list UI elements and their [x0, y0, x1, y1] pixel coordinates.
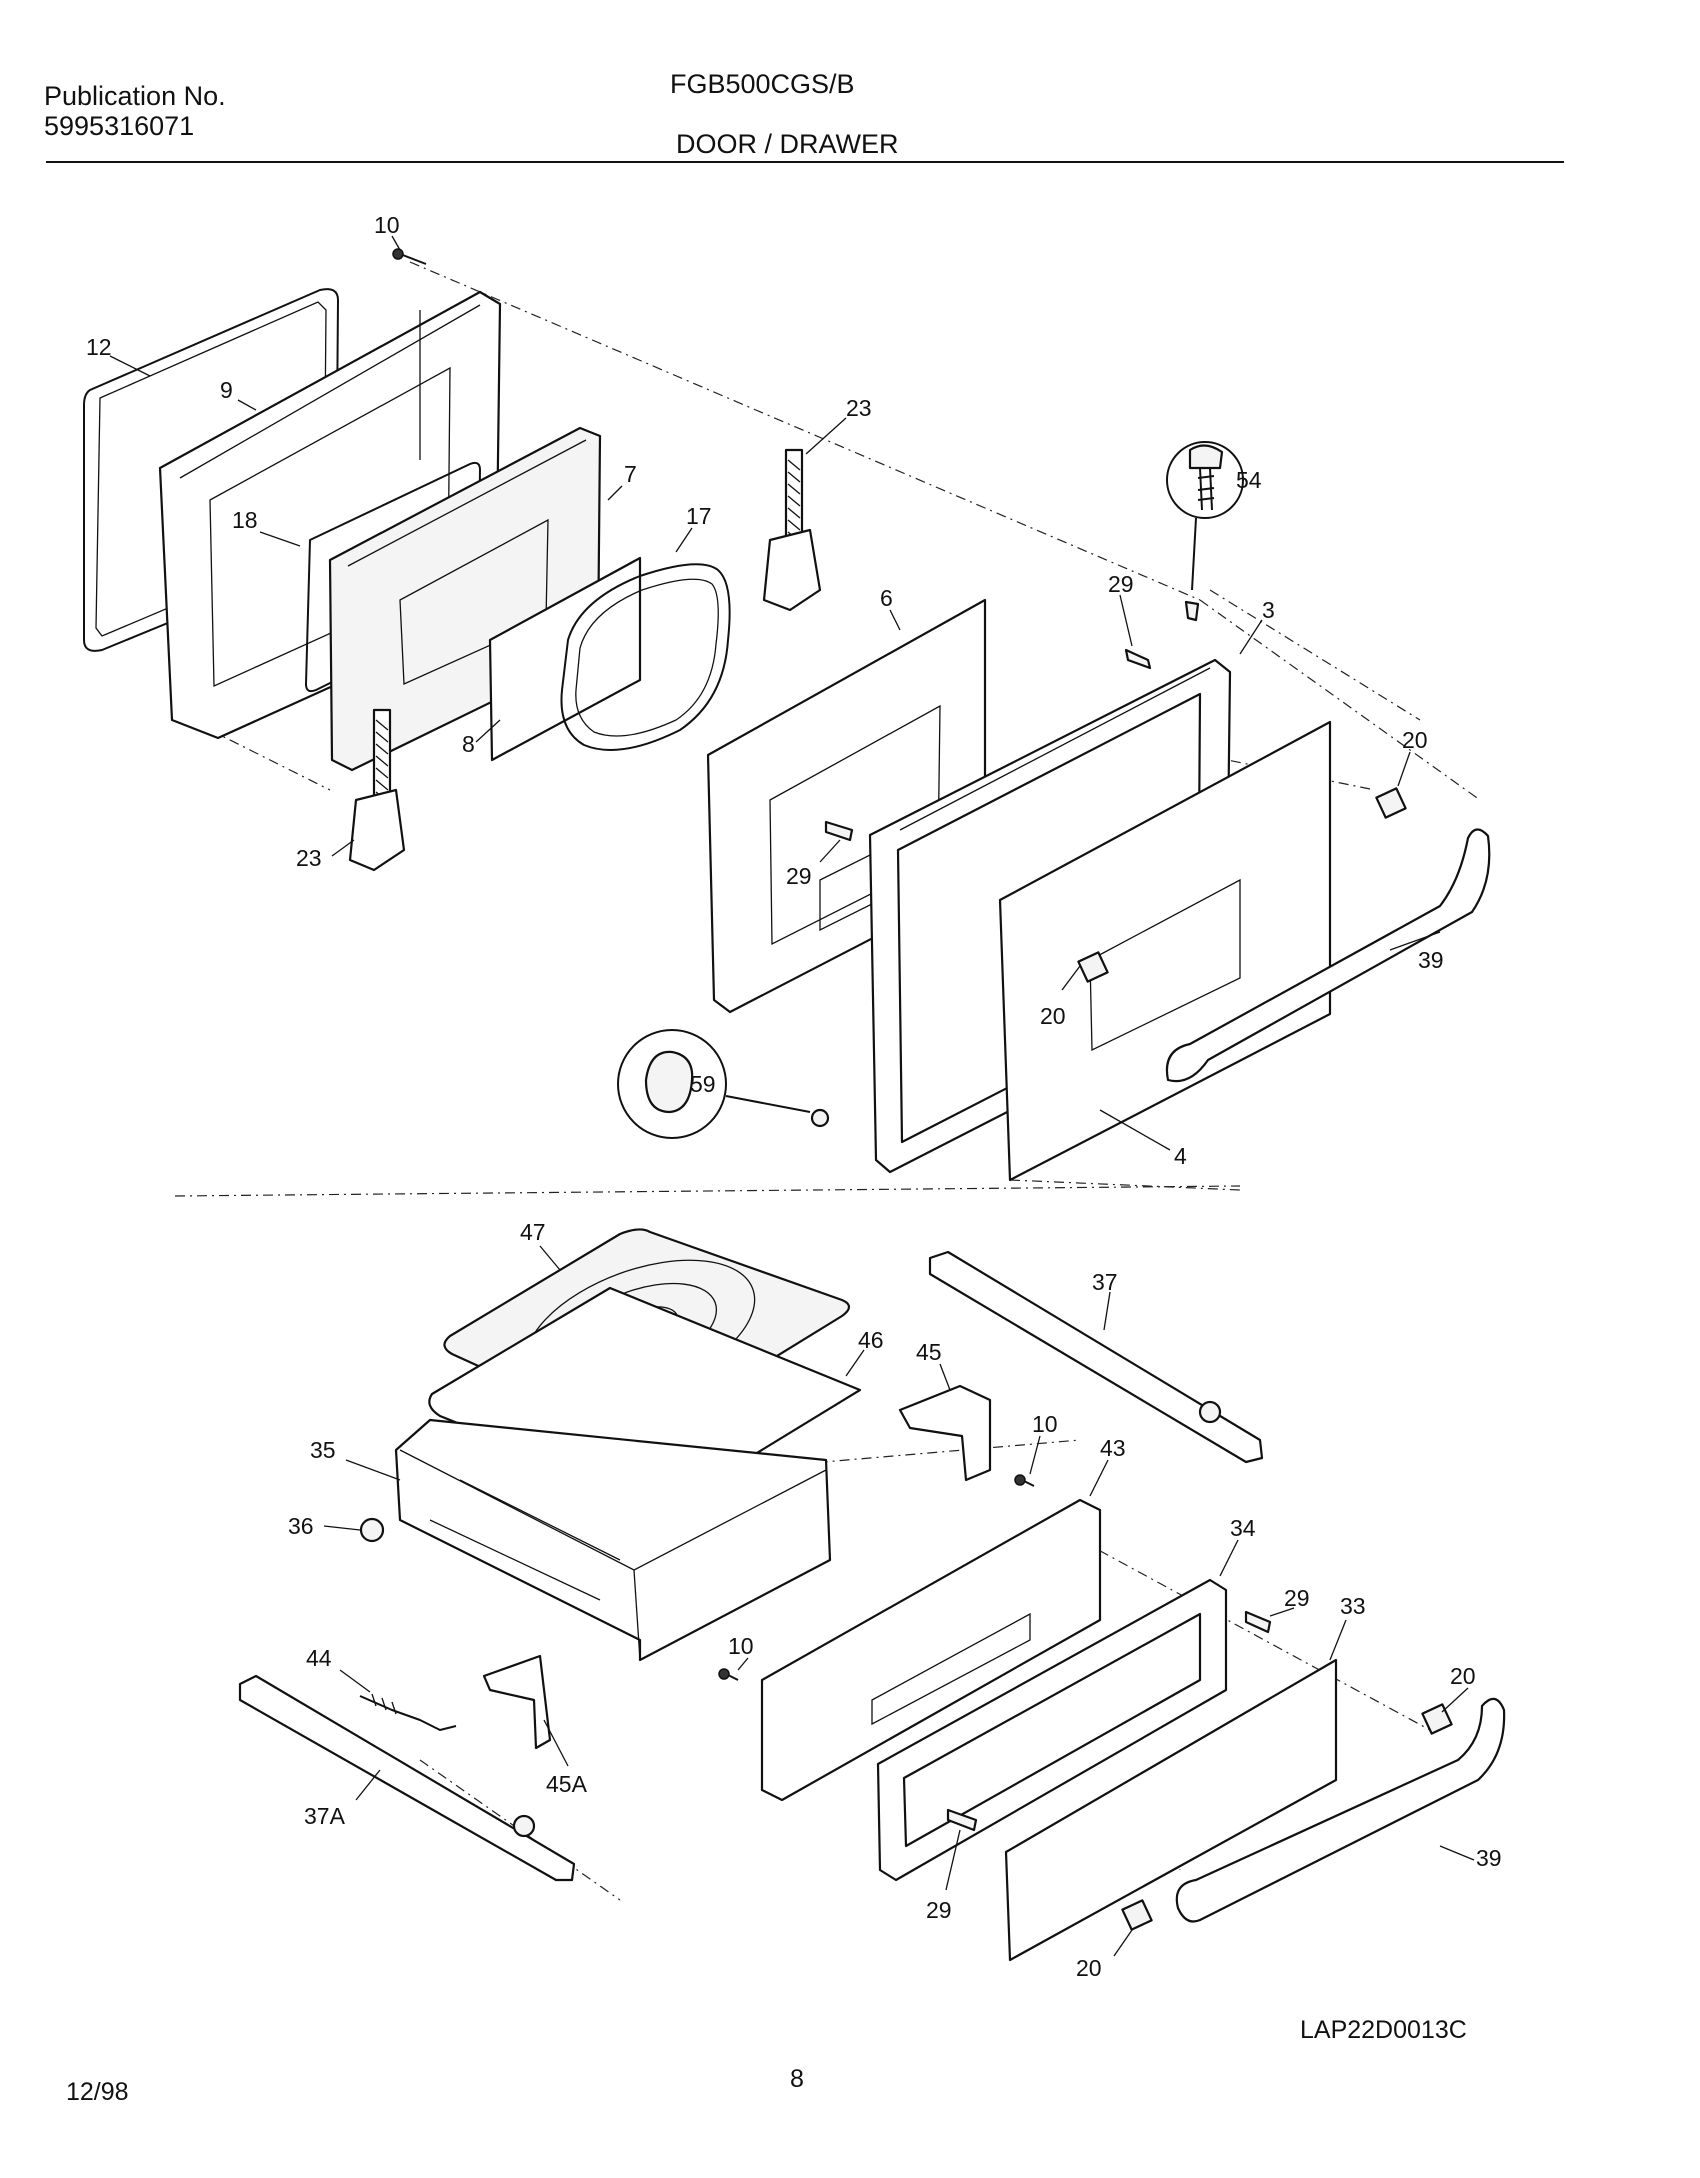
header-rule [46, 161, 1564, 163]
door-hinge-right-23 [762, 448, 822, 612]
drawer-rail-37 [928, 1250, 1264, 1464]
callout-labels: 10 12 9 18 7 17 8 23 23 6 29 29 54 3 20 … [86, 212, 1502, 1981]
callout-18: 18 [232, 507, 258, 533]
callout-45A: 45A [546, 1771, 588, 1797]
callout-7: 7 [624, 461, 637, 487]
callout-10-lower: 10 [728, 1633, 754, 1659]
door-hinge-left-23 [348, 708, 406, 872]
outer-door-panel-4 [998, 720, 1332, 1182]
callout-45: 45 [916, 1339, 942, 1365]
door-bumper-29-top [1124, 648, 1152, 670]
drawer-box-35 [394, 1418, 832, 1662]
callout-47: 47 [520, 1219, 546, 1245]
callout-33: 33 [1340, 1593, 1366, 1619]
callout-9: 9 [220, 377, 233, 403]
drawer-bracket-45A [482, 1654, 552, 1750]
page-number: 8 [790, 2065, 804, 2093]
callout-37A: 37A [304, 1803, 346, 1829]
section-separator [174, 1185, 1241, 1197]
callout-12: 12 [86, 334, 112, 360]
callout-29-drawer: 29 [1284, 1585, 1310, 1611]
drawer-spring-44 [359, 1695, 457, 1731]
oven-door-assembly [83, 235, 1491, 1191]
drawer-handle-39 [1175, 1697, 1506, 1923]
door-clip-20-right [1375, 787, 1407, 819]
callout-20-front: 20 [1040, 1003, 1066, 1029]
drawer-assembly [238, 1228, 1506, 1962]
publication-date: 12/98 [66, 2078, 129, 2106]
door-bumper-29-panel [824, 820, 854, 842]
callout-10-upper: 10 [1032, 1411, 1058, 1437]
callout-36: 36 [288, 1513, 314, 1539]
callout-34: 34 [1230, 1515, 1256, 1541]
drawer-bumper-29-frame [1244, 1610, 1272, 1634]
door-screw-10 [399, 253, 427, 265]
callout-10-top: 10 [374, 212, 400, 238]
callout-29-panel: 29 [786, 863, 812, 889]
publication-number: 5995316071 [44, 111, 195, 141]
callout-39-drawer: 39 [1476, 1845, 1502, 1871]
screw-detail-54 [1166, 441, 1244, 519]
model-number: FGB500CGS/B [670, 69, 855, 99]
drawer-bumper-36 [359, 1517, 385, 1543]
callout-46: 46 [858, 1327, 884, 1353]
callout-29-top: 29 [1108, 571, 1134, 597]
drawer-inner-front-43 [760, 1498, 1102, 1802]
callout-37: 37 [1092, 1269, 1118, 1295]
window-seal-17 [560, 563, 731, 751]
drawer-panel-33 [1004, 1658, 1338, 1962]
callout-23-right: 23 [846, 395, 872, 421]
callout-29-drawer-inner: 29 [926, 1897, 952, 1923]
callout-20-drawer-front: 20 [1076, 1955, 1102, 1981]
callout-6: 6 [880, 585, 893, 611]
callout-54: 54 [1236, 467, 1262, 493]
callout-17: 17 [686, 503, 712, 529]
section-title: DOOR / DRAWER [676, 129, 899, 159]
callout-20-right: 20 [1402, 727, 1428, 753]
publication-label: Publication No. [44, 81, 226, 111]
callout-35: 35 [310, 1437, 336, 1463]
callout-39-door: 39 [1418, 947, 1444, 973]
callout-4: 4 [1174, 1143, 1187, 1169]
drawer-clip-20-front [1121, 1899, 1153, 1931]
callout-59: 59 [690, 1071, 716, 1097]
drawer-bumper-29-inner [946, 1808, 978, 1832]
callout-43: 43 [1100, 1435, 1126, 1461]
drawer-clip-20-right [1421, 1703, 1453, 1735]
callout-3: 3 [1262, 597, 1275, 623]
drawer-bracket-45 [898, 1384, 992, 1482]
callout-20-drawer-right: 20 [1450, 1663, 1476, 1689]
door-clip-20-front [1077, 951, 1109, 983]
drawer-rail-37A [238, 1674, 576, 1882]
callout-44: 44 [306, 1645, 332, 1671]
callout-23-left: 23 [296, 845, 322, 871]
door-handle-39 [1165, 828, 1491, 1083]
callout-8: 8 [462, 731, 475, 757]
plug-detail-59 [617, 1029, 727, 1139]
drawing-code: LAP22D0013C [1300, 2016, 1467, 2044]
